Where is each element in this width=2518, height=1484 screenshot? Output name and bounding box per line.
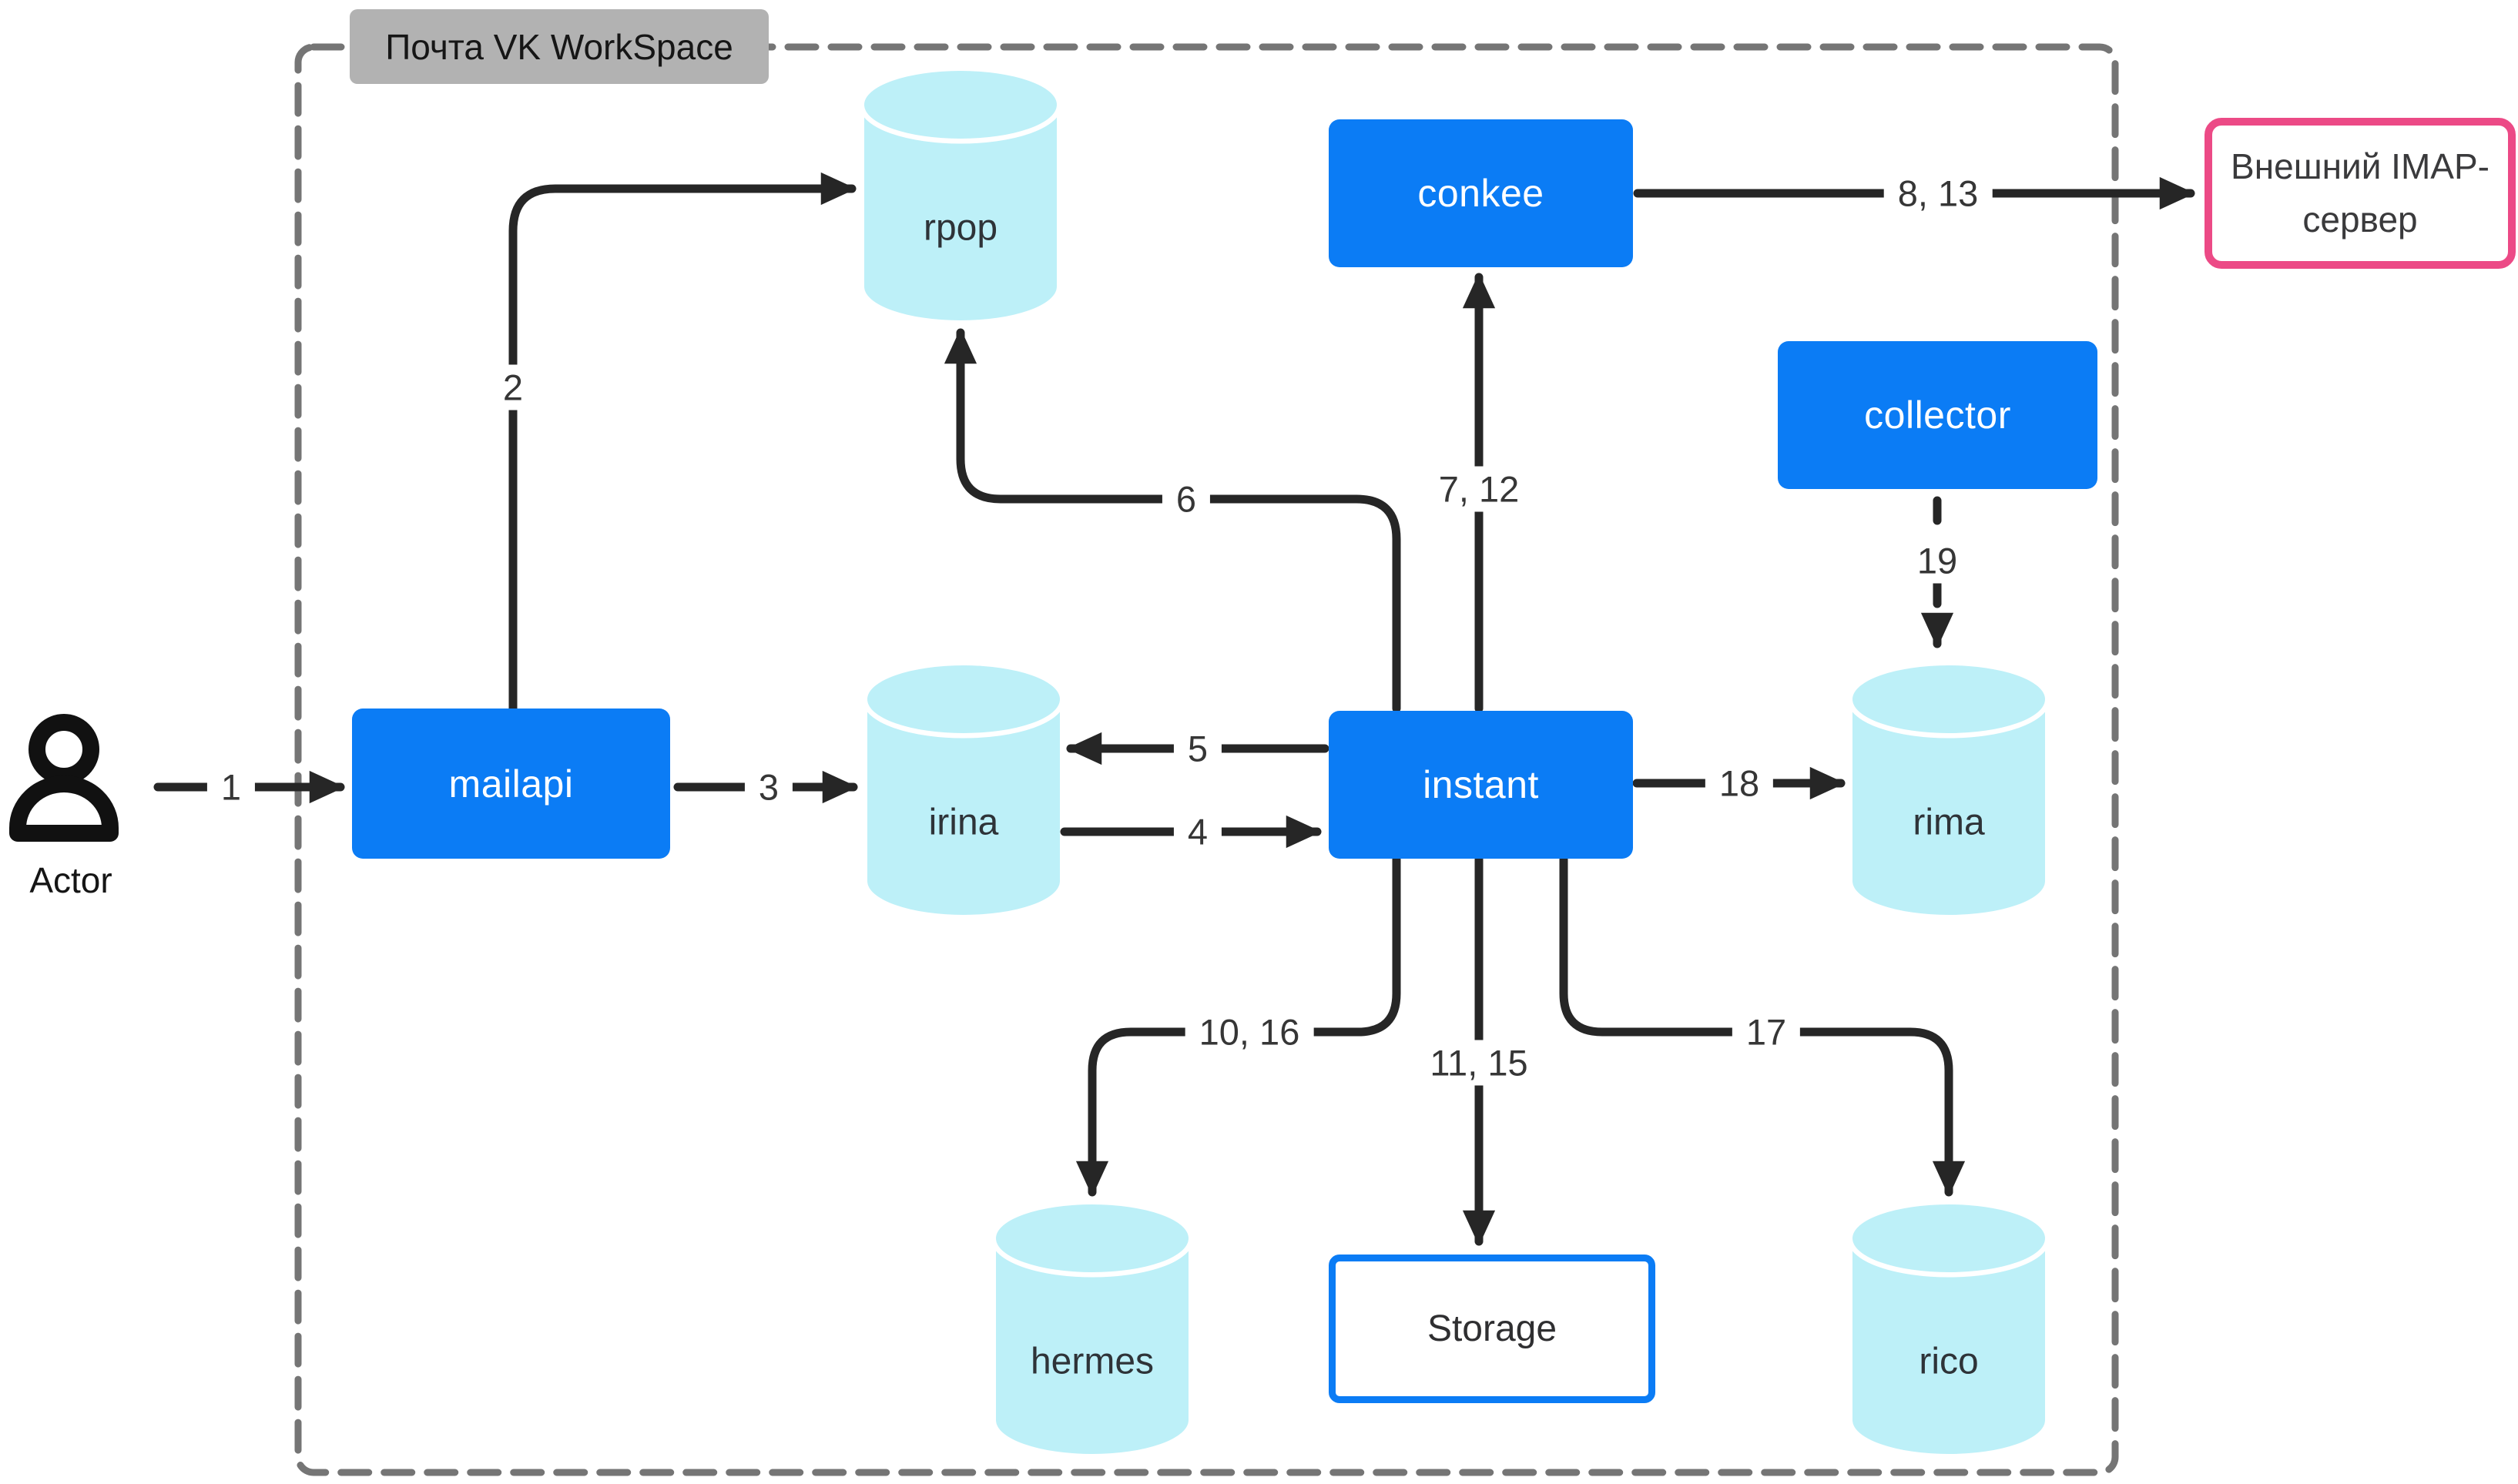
- actor: Actor: [9, 712, 132, 901]
- node-irina: irina: [867, 662, 1060, 916]
- node-hermes: hermes: [995, 1201, 1189, 1456]
- edge-label-2: 2: [488, 364, 538, 410]
- node-rpop: rpop: [864, 68, 1057, 322]
- edge-label-4: 4: [1173, 809, 1222, 855]
- node-instant: instant: [1329, 711, 1633, 859]
- edge-label-18: 18: [1705, 760, 1774, 806]
- node-rico-label: rico: [1919, 1341, 1979, 1382]
- edge-label-7-12: 7, 12: [1424, 466, 1534, 512]
- workspace-title: Почта VK WorkSpace: [350, 9, 769, 84]
- node-irina-label: irina: [928, 802, 999, 843]
- node-external-imap-server: Внешний IMAP- сервер: [2205, 118, 2516, 269]
- edge-label-11-15: 11, 15: [1416, 1040, 1542, 1086]
- node-instant-label: instant: [1423, 763, 1539, 806]
- node-rima: rima: [1852, 662, 2045, 916]
- imap-label-line2: сервер: [2302, 199, 2418, 240]
- node-hermes-label: hermes: [1030, 1341, 1155, 1382]
- node-storage: Storage: [1329, 1255, 1655, 1403]
- edge-label-5: 5: [1173, 725, 1222, 772]
- database-cylinder-icon: [1852, 665, 2045, 915]
- workspace-boundary: [294, 43, 2119, 1476]
- edge-label-8-13: 8, 13: [1883, 170, 1993, 216]
- node-external-imap-label: Внешний IMAP- сервер: [2231, 140, 2490, 246]
- node-storage-label: Storage: [1427, 1308, 1557, 1349]
- node-collector-label: collector: [1864, 394, 2011, 437]
- node-mailapi: mailapi: [352, 709, 670, 859]
- edge-label-19: 19: [1903, 538, 1972, 584]
- actor-label: Actor: [29, 860, 112, 900]
- edge-label-17: 17: [1732, 1009, 1801, 1055]
- database-cylinder-icon: [995, 1204, 1189, 1454]
- database-cylinder-icon: [867, 665, 1060, 915]
- edge-label-6: 6: [1162, 476, 1211, 522]
- edge-label-10-16: 10, 16: [1185, 1009, 1314, 1055]
- edge-label-3: 3: [744, 764, 793, 810]
- node-rico: rico: [1852, 1201, 2045, 1456]
- node-conkee: conkee: [1329, 119, 1633, 267]
- edge-label-1: 1: [206, 764, 256, 810]
- node-collector: collector: [1778, 341, 2097, 489]
- node-conkee-label: conkee: [1417, 172, 1544, 215]
- edge-2-mailapi-to-rpop: [508, 172, 857, 713]
- database-cylinder-icon: [864, 71, 1057, 320]
- node-mailapi-label: mailapi: [448, 762, 574, 806]
- imap-label-line1: Внешний IMAP-: [2231, 146, 2490, 186]
- database-cylinder-icon: [1852, 1204, 2045, 1454]
- node-rpop-label: rpop: [923, 207, 998, 249]
- node-rima-label: rima: [1913, 802, 1985, 843]
- actor-icon: [9, 714, 119, 842]
